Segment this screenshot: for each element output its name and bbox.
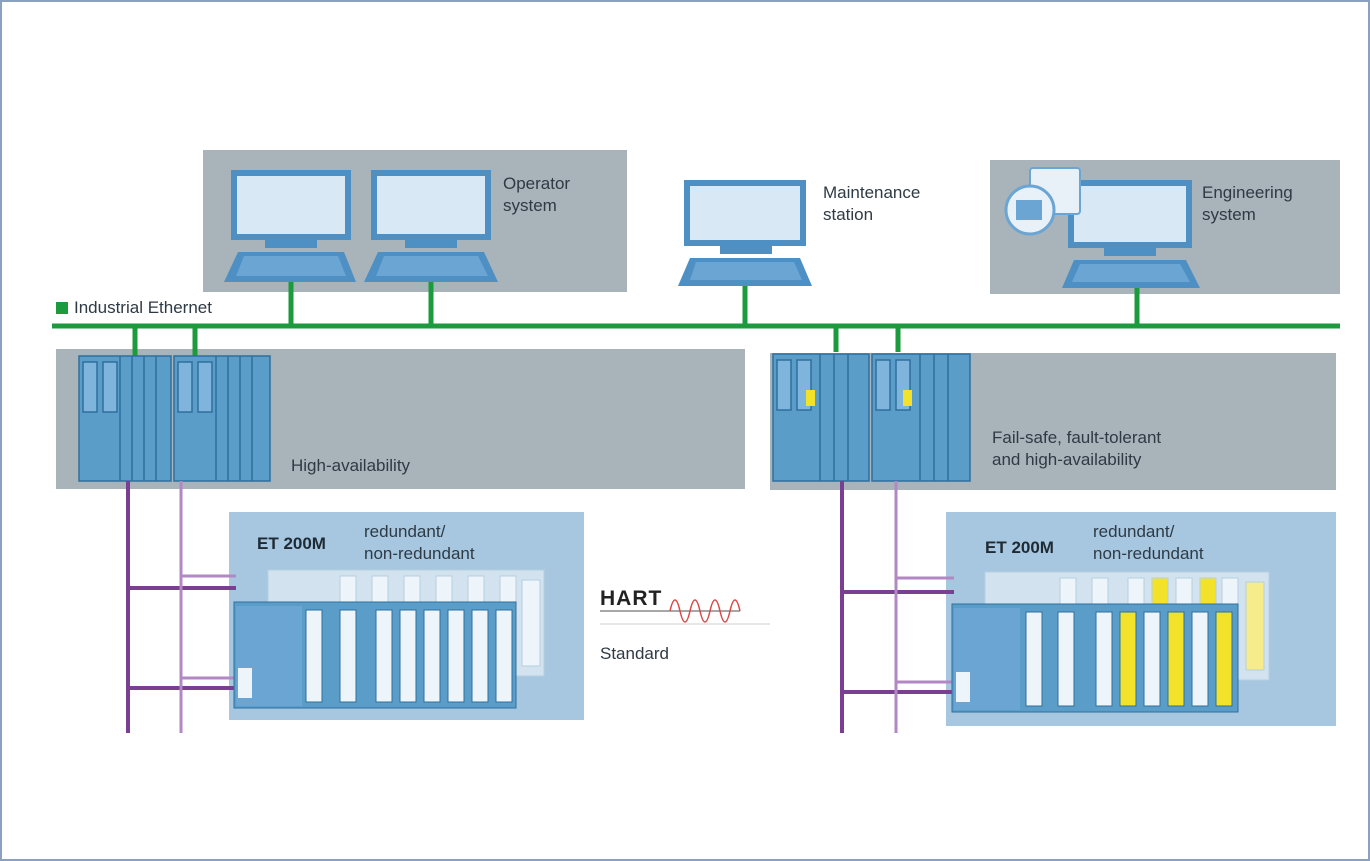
controller-left-1 <box>78 355 172 482</box>
fail-safe-label: Fail-safe, fault-tolerant and high-avail… <box>992 428 1162 469</box>
engineering-software-icon <box>1004 167 1081 236</box>
maintenance-station-label: Maintenance station <box>823 183 921 224</box>
industrial-ethernet-label: Industrial Ethernet <box>74 298 212 317</box>
operator-monitor-1-icon <box>224 170 356 282</box>
engineering-system-label: Engineering system <box>1202 183 1293 224</box>
et200m-right-subtitle: redundant/ non-redundant <box>1093 522 1204 563</box>
profibus-right-lines <box>840 481 954 733</box>
operator-system-label: Operator system <box>503 174 571 215</box>
controller-right-2 <box>871 353 971 482</box>
hart-standard-label: Standard <box>600 644 669 663</box>
profibus-left-lines-redundant <box>179 481 236 733</box>
hart-waveform-icon <box>600 599 770 625</box>
controller-left-2 <box>173 355 271 482</box>
operator-monitor-2-icon <box>364 170 498 282</box>
industrial-ethernet-bus <box>52 282 1340 358</box>
et200m-left-subtitle: redundant/ non-redundant <box>364 522 475 563</box>
et200m-right-title: ET 200M <box>985 538 1054 557</box>
high-availability-label: High-availability <box>291 456 411 475</box>
maintenance-monitor-icon <box>678 180 812 286</box>
et200m-left-title: ET 200M <box>257 534 326 553</box>
engineering-monitor-icon <box>1062 180 1200 288</box>
controller-right-1 <box>772 353 870 482</box>
et200m-left-rack <box>233 569 545 709</box>
ethernet-legend-swatch <box>56 302 68 314</box>
hart-logo: HART <box>600 587 663 610</box>
profibus-right-lines-redundant <box>894 481 954 733</box>
et200m-right-rack <box>951 571 1270 713</box>
